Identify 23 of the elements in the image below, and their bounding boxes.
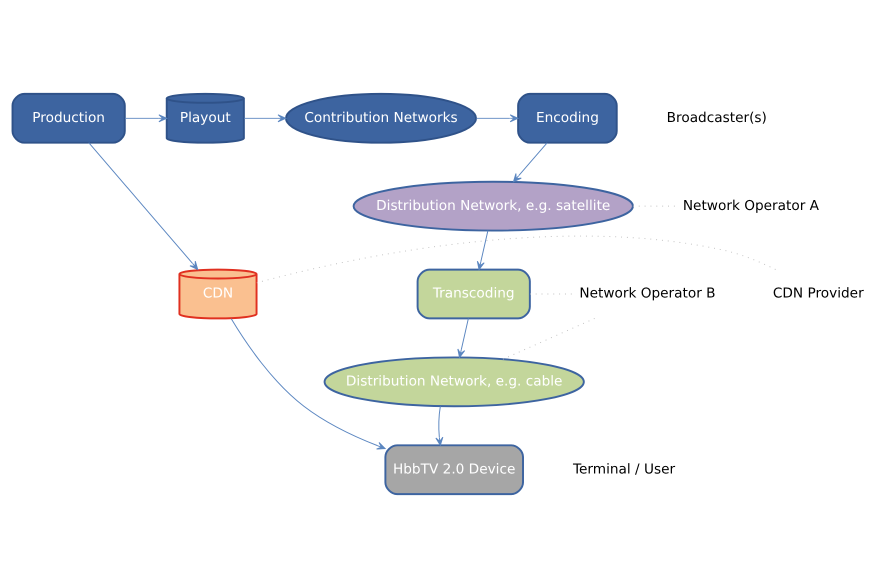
arrow [124,114,168,122]
node-box: Transcoding [416,268,531,319]
node-ellipse: Distribution Network, e.g. cable [324,356,585,407]
node-box: HbbTV 2.0 Device [384,444,524,495]
node-ellipse: Distribution Network, e.g. satellite [352,180,634,232]
connector [256,235,776,283]
node-ellipse: Contribution Networks [285,92,477,144]
arrow [88,142,198,270]
arrow [435,405,444,446]
arrow [476,230,488,270]
connector [502,317,596,360]
node-text: Network Operator B [579,285,716,302]
arrow [513,142,548,182]
node-box: Production [12,92,126,144]
label: Broadcaster(s) [666,109,767,126]
label: Terminal / User [572,460,676,477]
arrow [457,317,469,358]
arrow [230,318,386,450]
node-text: Network Operator A [682,197,820,214]
arrow [244,114,286,122]
node-box: Encoding [517,92,618,144]
arrow [476,114,518,122]
node-text: CDN Provider [772,285,864,302]
